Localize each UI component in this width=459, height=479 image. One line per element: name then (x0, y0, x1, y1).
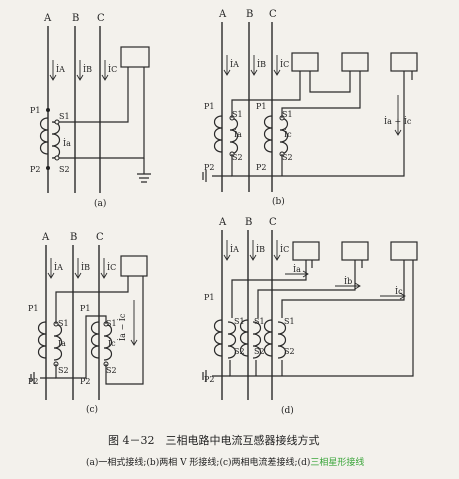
ground-symbol (30, 372, 56, 384)
sum-current-label: İa + İc (384, 117, 412, 126)
svg-text:S1: S1 (234, 317, 245, 326)
meter-box (292, 241, 320, 261)
svg-text:B: B (70, 232, 77, 243)
meter-box (390, 241, 418, 261)
svg-text:İB: İB (257, 60, 266, 69)
meter-box (291, 52, 319, 72)
svg-text:P1: P1 (80, 304, 90, 313)
sub-label-b: (b) (272, 196, 285, 207)
svg-text:S2: S2 (232, 153, 243, 162)
phase-label-c: C (97, 13, 105, 24)
svg-text:S2: S2 (284, 347, 295, 356)
sub-label-d: (d) (281, 405, 294, 416)
secondary-coil (51, 121, 61, 159)
svg-text:İA: İA (230, 60, 239, 69)
meter-box (120, 255, 148, 277)
phase-label-b: B (246, 9, 253, 20)
sub-label-a: (a) (94, 198, 106, 209)
svg-text:İA: İA (54, 263, 63, 272)
svg-text:İA: İA (230, 245, 239, 254)
current-arrow-a (49, 60, 57, 81)
meter-box (341, 241, 369, 261)
meter-box (120, 46, 150, 68)
svg-text:İC: İC (107, 263, 116, 272)
current-arrow-c (101, 60, 109, 81)
svg-text:İb: İb (344, 277, 352, 286)
meter-box (390, 52, 418, 72)
svg-text:İB: İB (81, 263, 90, 272)
terminal-p1: P1 (30, 106, 40, 115)
diagram-c: A B C İA İB İC P1 P2 S1 S2 İa P1 P2 S1 S… (28, 232, 148, 415)
svg-text:S1: S1 (282, 110, 293, 119)
svg-text:İa: İa (58, 339, 66, 348)
svg-text:P1: P1 (256, 102, 266, 111)
current-label-b: İB (83, 65, 92, 74)
svg-text:İB: İB (256, 245, 265, 254)
terminal-p2: P2 (30, 165, 40, 174)
terminal-s1: S1 (59, 112, 70, 121)
diagram-a: A B C İA İB İC P1 P2 S1 S2 İa (a) (30, 13, 151, 209)
svg-text:P2: P2 (204, 163, 214, 172)
svg-text:S1: S1 (58, 319, 69, 328)
meter-box (341, 52, 369, 72)
svg-text:S1: S1 (284, 317, 295, 326)
svg-text:P2: P2 (204, 375, 214, 384)
phase-label-a: A (218, 9, 227, 20)
figure-subtitle: (a)一相式接线;(b)两相 V 形接线;(c)两相电流差接线;(d)三相星形接… (86, 456, 364, 468)
svg-text:P1: P1 (204, 102, 214, 111)
svg-text:İa: İa (234, 130, 242, 139)
figure-title: 图 4－32 三相电路中电流互感器接线方式 (108, 433, 320, 447)
svg-text:P1: P1 (204, 293, 214, 302)
current-label-a: İA (56, 65, 65, 74)
svg-text:İa: İa (293, 265, 301, 274)
current-label-c: İC (108, 65, 117, 74)
svg-text:S2: S2 (106, 366, 117, 375)
svg-text:A: A (218, 217, 227, 228)
svg-text:İc: İc (108, 339, 116, 348)
svg-text:S2: S2 (234, 347, 245, 356)
diff-current-label: İa − İc (118, 313, 127, 341)
svg-text:P1: P1 (28, 304, 38, 313)
diagram-d: A B C İA İB İC İa İb İc P1 P2 S1 S2 S1 S… (202, 217, 418, 416)
phase-label-b: B (72, 13, 79, 24)
current-arrow-b (76, 60, 84, 81)
secondary-current-a: İa (63, 139, 71, 148)
ground-symbol (202, 370, 230, 382)
svg-text:İC: İC (280, 60, 289, 69)
svg-text:P2: P2 (28, 377, 38, 386)
svg-text:S1: S1 (106, 319, 117, 328)
svg-text:S1: S1 (232, 110, 243, 119)
svg-text:S2: S2 (58, 366, 69, 375)
svg-text:İc: İc (284, 130, 292, 139)
svg-text:P2: P2 (80, 377, 90, 386)
svg-text:S1: S1 (254, 317, 265, 326)
terminal-s2: S2 (59, 165, 70, 174)
svg-text:A: A (41, 232, 50, 243)
svg-text:C: C (269, 217, 277, 228)
svg-text:P2: P2 (256, 163, 266, 172)
svg-text:S2: S2 (282, 153, 293, 162)
svg-text:C: C (96, 232, 104, 243)
diagram-b: A B C İA İB İC P1 P2 S1 S2 İa P1 P2 S1 S… (202, 9, 418, 207)
ground-symbol (202, 170, 232, 182)
svg-text:S2: S2 (254, 347, 265, 356)
svg-text:İc: İc (395, 287, 403, 296)
phase-label-a: A (43, 13, 52, 24)
svg-text:İC: İC (280, 245, 289, 254)
highlight-text: 三相星形接线 (310, 456, 364, 468)
sub-label-c: (c) (86, 404, 98, 415)
phase-label-c: C (269, 9, 277, 20)
ground-symbol (137, 158, 151, 183)
svg-text:B: B (245, 217, 252, 228)
primary-coil (39, 117, 49, 155)
